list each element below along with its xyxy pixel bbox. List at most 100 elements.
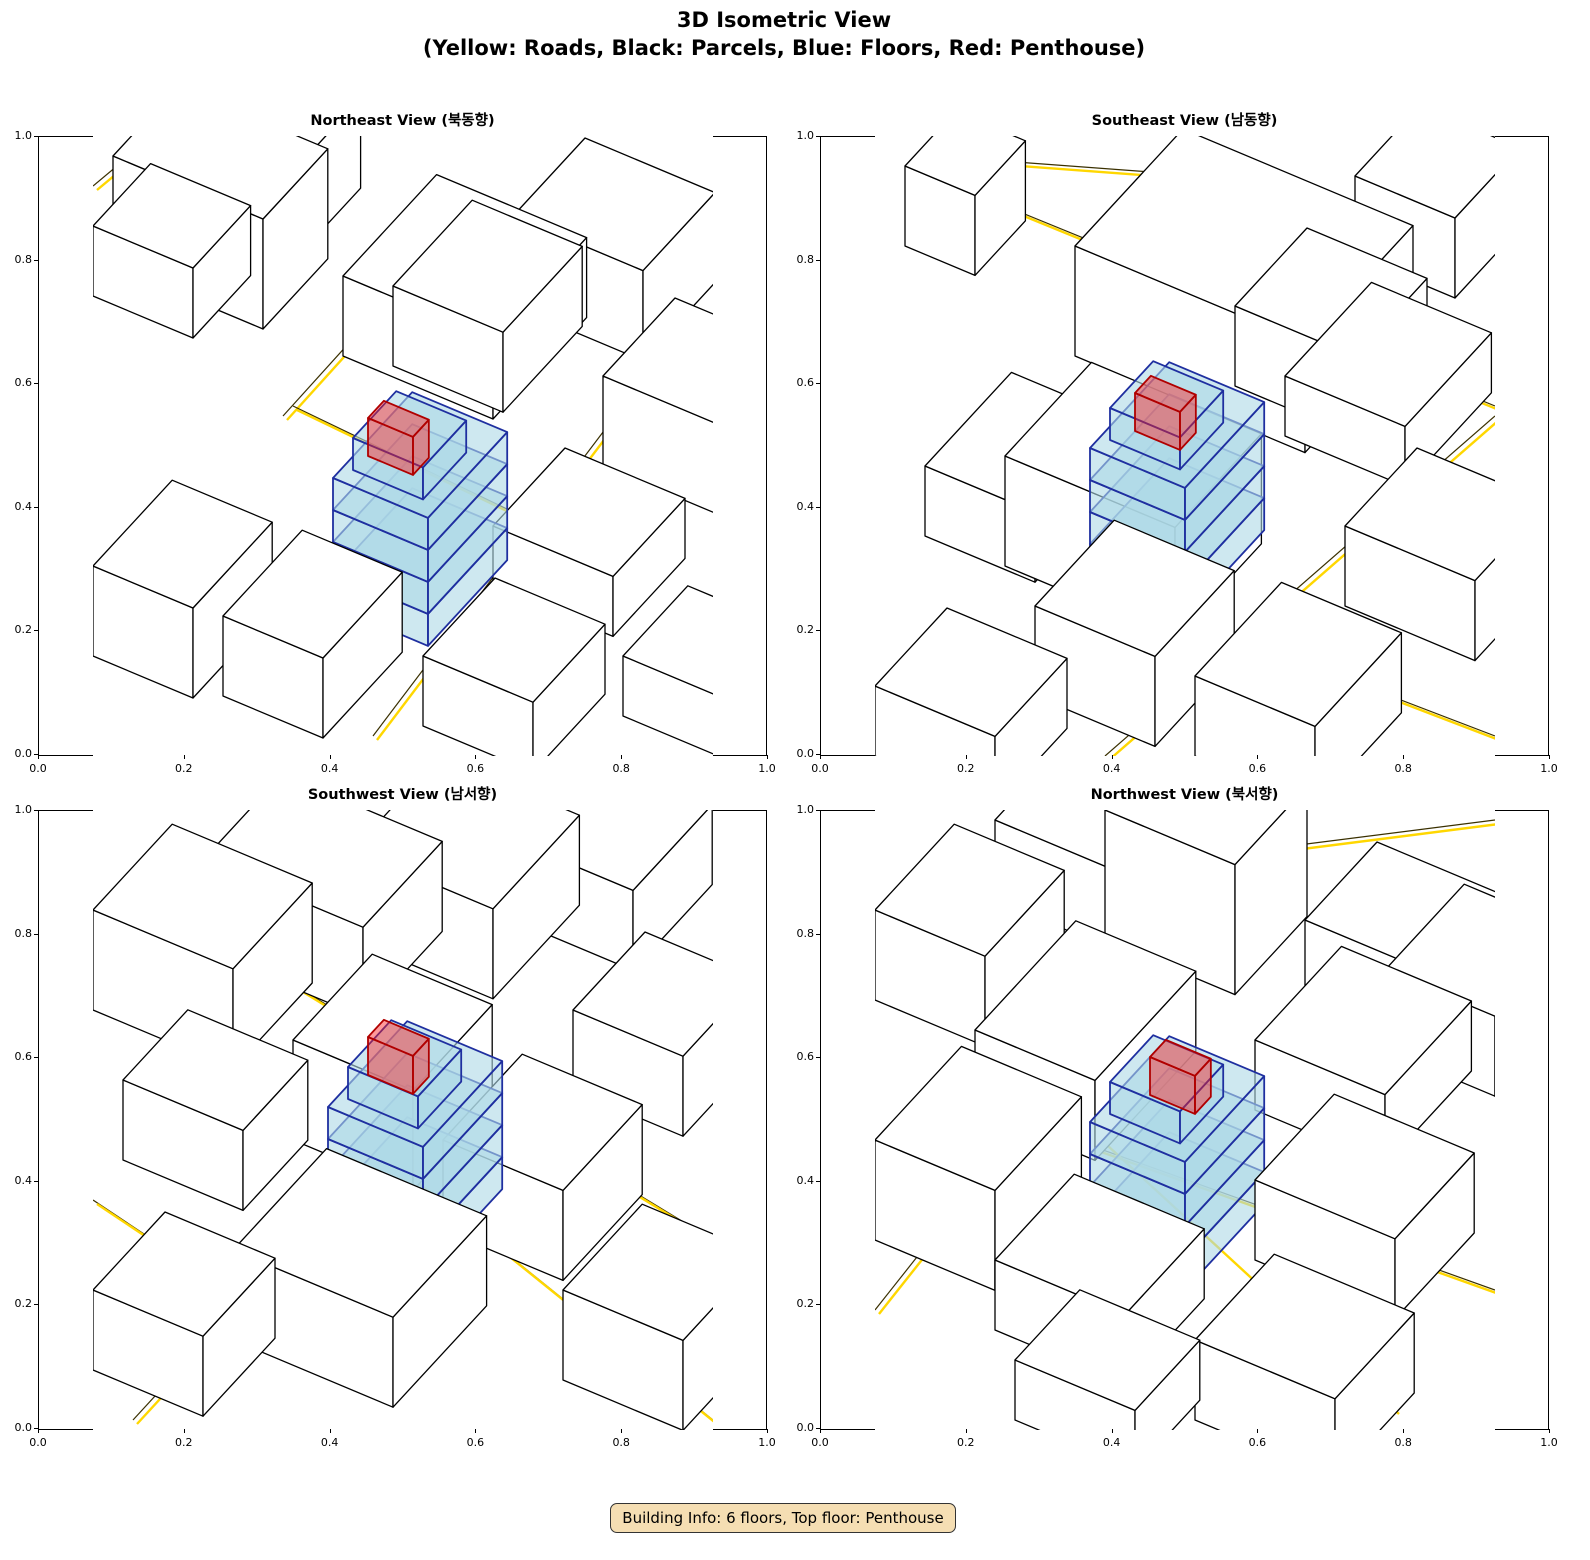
x-tick — [1403, 1429, 1405, 1433]
penthouse-block — [367, 1018, 430, 1095]
x-tick-label: 1.0 — [1540, 1436, 1558, 1449]
y-tick-label: 0.6 — [796, 376, 815, 390]
y-tick — [816, 630, 820, 632]
y-tick-label: 0.6 — [14, 1050, 33, 1064]
y-tick-label: 0.2 — [796, 1297, 815, 1311]
x-tick — [965, 755, 967, 759]
y-tick-label: 0.0 — [796, 747, 815, 760]
x-tick — [1111, 1429, 1113, 1433]
x-tick-label: 0.8 — [1394, 1436, 1412, 1449]
x-tick — [621, 1429, 623, 1433]
penthouse-block — [1149, 1038, 1212, 1115]
penthouse-block — [367, 399, 430, 476]
y-tick-label: 0.2 — [14, 1297, 33, 1311]
y-tick — [34, 933, 38, 935]
parcel-building — [492, 447, 686, 638]
y-tick-label: 0.6 — [796, 1050, 815, 1064]
x-tick-label: 1.0 — [758, 1436, 776, 1449]
y-tick — [816, 754, 820, 755]
x-tick-label: 0.6 — [1248, 762, 1267, 775]
y-tick — [816, 810, 820, 811]
y-tick-label: 1.0 — [14, 129, 33, 142]
title-line-1: 3D Isometric View — [676, 8, 892, 32]
y-tick-label: 1.0 — [14, 803, 33, 816]
y-tick-label: 0.8 — [14, 252, 33, 266]
scene-southwest — [93, 810, 713, 1430]
y-tick-label: 0.2 — [796, 623, 815, 637]
x-tick — [1549, 1429, 1550, 1433]
parcel-building — [1194, 581, 1403, 756]
x-tick-label: 1.0 — [758, 762, 776, 775]
y-tick — [34, 1428, 38, 1429]
y-tick — [34, 259, 38, 261]
y-tick-label: 0.8 — [796, 926, 815, 940]
parcel-building — [392, 199, 583, 413]
y-tick — [816, 1304, 820, 1306]
y-tick-label: 0.4 — [796, 499, 815, 513]
penthouse-block — [1134, 374, 1197, 451]
y-tick — [816, 1057, 820, 1059]
title-line-2: (Yellow: Roads, Black: Parcels, Blue: Fl… — [422, 36, 1146, 60]
x-tick-label: 0.4 — [1102, 1436, 1121, 1449]
parcel-building — [1284, 281, 1493, 488]
x-tick — [329, 755, 331, 759]
y-tick — [34, 1057, 38, 1059]
y-tick — [816, 136, 820, 137]
parcel-building — [904, 136, 1027, 277]
y-tick — [816, 506, 820, 508]
y-tick-label: 0.8 — [796, 252, 815, 266]
y-tick-label: 1.0 — [796, 129, 815, 142]
x-tick-label: 0.6 — [1248, 1436, 1267, 1449]
figure-title: 3D Isometric View (Yellow: Roads, Black:… — [0, 6, 1568, 62]
y-tick-label: 0.4 — [796, 1173, 815, 1187]
x-tick-label: 0.6 — [466, 762, 485, 775]
x-tick — [1257, 1429, 1259, 1433]
panel-title: Southwest View (남서향) — [307, 787, 498, 803]
y-tick-label: 0.0 — [796, 1421, 815, 1434]
y-tick — [34, 136, 38, 137]
parcel-building — [1254, 1093, 1475, 1320]
x-tick — [183, 755, 185, 759]
parcel-building — [1014, 1289, 1201, 1430]
floor-block — [352, 390, 468, 501]
y-tick — [34, 1180, 38, 1182]
x-tick-label: 0.8 — [1394, 762, 1412, 775]
x-tick-label: 0.8 — [612, 762, 630, 775]
y-tick-label: 0.6 — [14, 376, 33, 390]
y-tick — [34, 383, 38, 385]
x-tick — [38, 1429, 39, 1433]
y-tick — [34, 506, 38, 508]
x-tick-label: 0.2 — [175, 1436, 193, 1449]
y-tick — [816, 1180, 820, 1182]
x-tick-label: 0.2 — [957, 1436, 975, 1449]
y-tick — [816, 933, 820, 935]
x-tick — [820, 1429, 821, 1433]
x-tick-label: 0.6 — [466, 1436, 485, 1449]
x-tick-label: 0.0 — [811, 1436, 829, 1449]
y-tick-label: 0.2 — [14, 623, 33, 637]
panel-title: Southeast View (남동향) — [1091, 113, 1278, 129]
x-tick — [475, 755, 477, 759]
y-tick-label: 0.4 — [14, 1173, 33, 1187]
x-tick — [329, 1429, 331, 1433]
scene-northeast — [93, 136, 713, 756]
x-tick-label: 0.2 — [957, 762, 975, 775]
parcel-building — [122, 1009, 309, 1212]
x-tick — [1257, 755, 1259, 759]
x-tick-label: 0.8 — [612, 1436, 630, 1449]
floor-block — [347, 1019, 463, 1130]
parcel-building — [93, 162, 252, 339]
floor-block — [1109, 360, 1225, 471]
y-tick — [816, 1428, 820, 1429]
x-tick-label: 0.4 — [320, 762, 339, 775]
x-tick-label: 0.2 — [175, 762, 193, 775]
x-tick-label: 0.0 — [29, 762, 47, 775]
scene-northwest — [875, 810, 1495, 1430]
y-tick-label: 0.0 — [14, 747, 33, 760]
x-tick — [1549, 755, 1550, 759]
y-tick-label: 1.0 — [796, 803, 815, 816]
